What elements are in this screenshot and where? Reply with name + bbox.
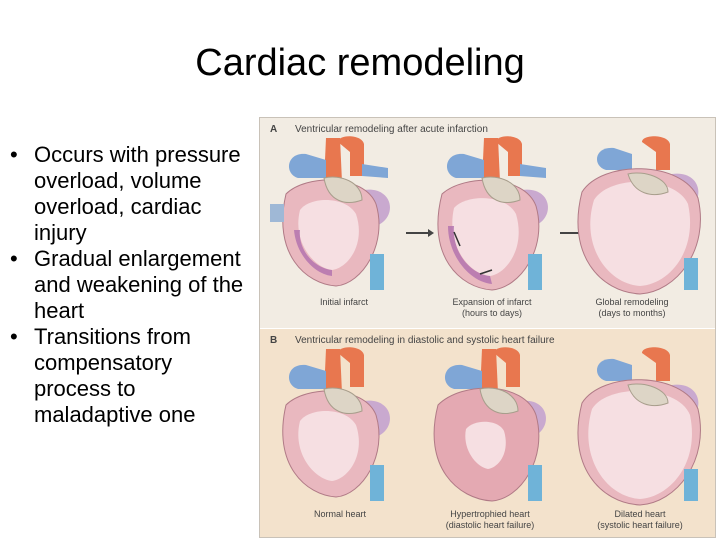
panel-a: A Ventricular remodeling after acute inf… xyxy=(260,118,715,328)
caption-line: Global remodeling xyxy=(595,297,669,307)
caption-dilated-heart: Dilated heart (systolic heart failure) xyxy=(570,509,710,531)
bullet-text: Transitions from compensatory process to… xyxy=(34,324,196,427)
heart-initial-infarct-illustration xyxy=(266,134,406,299)
caption-line: Hypertrophied heart xyxy=(450,509,530,519)
caption-line: Initial infarct xyxy=(319,297,369,307)
panel-b-heading: Ventricular remodeling in diastolic and … xyxy=(295,335,555,346)
bullet-item: • Occurs with pressure overload, volume o… xyxy=(8,142,248,246)
slide-title: Cardiac remodeling xyxy=(195,42,525,84)
bullet-dot: • xyxy=(10,142,18,167)
caption-hypertrophied-heart: Hypertrophied heart (diastolic heart fai… xyxy=(420,509,560,531)
panel-b: B Ventricular remodeling in diastolic an… xyxy=(260,329,715,537)
caption-normal-heart: Normal heart xyxy=(270,509,410,520)
heart-global-remodeling-illustration xyxy=(572,134,712,299)
remodeling-figure: A Ventricular remodeling after acute inf… xyxy=(259,117,716,538)
panel-a-heading: Ventricular remodeling after acute infar… xyxy=(295,124,488,135)
arrow-right-icon xyxy=(406,228,434,238)
bullet-text: Occurs with pressure overload, volume ov… xyxy=(34,142,241,245)
heart-normal-illustration xyxy=(266,345,406,510)
caption-global-remodeling: Global remodeling (days to months) xyxy=(562,297,702,319)
bullet-item: • Gradual enlargement and weakening of th… xyxy=(8,246,248,324)
heart-hypertrophied-illustration xyxy=(422,345,562,510)
caption-subline: (days to months) xyxy=(598,308,666,318)
panel-a-letter: A xyxy=(270,124,278,135)
caption-line: Dilated heart xyxy=(614,509,666,519)
panel-b-letter: B xyxy=(270,335,278,346)
bullet-dot: • xyxy=(10,324,18,349)
caption-line: Expansion of infarct xyxy=(452,297,532,307)
caption-subline: (diastolic heart failure) xyxy=(445,520,535,530)
heart-dilated-illustration xyxy=(572,345,712,510)
bullet-item: • Transitions from compensatory process t… xyxy=(8,324,248,428)
bullet-dot: • xyxy=(10,246,18,271)
bullet-list: • Occurs with pressure overload, volume o… xyxy=(8,142,248,428)
caption-subline: (systolic heart failure) xyxy=(597,520,683,530)
bullet-text: Gradual enlargement and weakening of the… xyxy=(34,246,244,323)
caption-line: Normal heart xyxy=(313,509,367,519)
caption-subline: (hours to days) xyxy=(461,308,523,318)
caption-expansion-of-infarct: Expansion of infarct (hours to days) xyxy=(422,297,562,319)
caption-initial-infarct: Initial infarct xyxy=(274,297,414,308)
heart-expansion-of-infarct-illustration xyxy=(424,134,564,299)
